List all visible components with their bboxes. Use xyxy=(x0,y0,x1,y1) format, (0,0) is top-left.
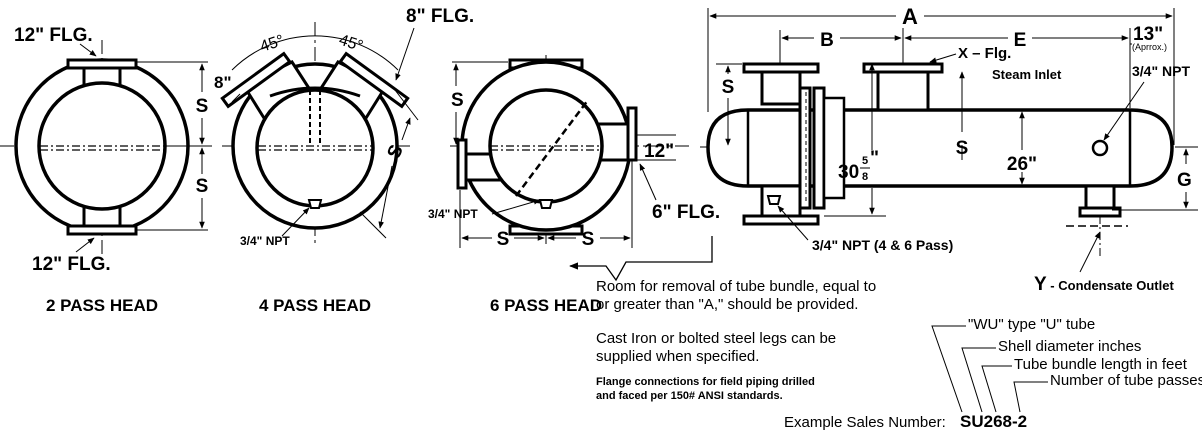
six-pass-left-flange xyxy=(456,138,468,190)
four-pass-left-flange xyxy=(220,51,292,109)
two-pass-dim-s-lower: S xyxy=(196,176,209,197)
flange-note-line2: and faced per 150# ANSI standards. xyxy=(596,390,783,402)
side-dim-approx: (Aprrox.) xyxy=(1132,42,1167,52)
side-condensate-outlet: Y - Condensate Outlet xyxy=(1034,274,1174,295)
six-pass-dim-s-right: S xyxy=(582,229,595,250)
two-pass-dim-s-upper: S xyxy=(196,96,209,117)
side-npt-bottom: 3/4" NPT (4 & 6 Pass) xyxy=(812,237,953,253)
four-pass-angle-left: 45° xyxy=(258,32,286,56)
sales-code-label-type: "WU" type "U" tube xyxy=(968,316,1096,333)
side-dim-b: B xyxy=(820,30,834,51)
four-pass-head-view: 45° 45° 3/4" NPT 8" FLG. 8" S 4 PASS HEA… xyxy=(214,6,474,315)
six-pass-dim-s-left: S xyxy=(497,229,510,250)
legs-note-line1: Cast Iron or bolted steel legs can be xyxy=(596,330,837,347)
side-condensate-nozzle xyxy=(1084,184,1116,212)
four-pass-npt: 3/4" NPT xyxy=(240,234,290,248)
example-sales-value: SU268-2 xyxy=(960,412,1028,431)
two-pass-top-flange xyxy=(66,58,138,70)
two-pass-head-view: S S 12" FLG. 12" FLG. 2 PASS HEAD xyxy=(0,25,212,315)
side-npt-boss xyxy=(1091,139,1109,157)
side-x-flange: X – Flg. xyxy=(958,45,1011,62)
two-pass-bottom-flange-label: 12" FLG. xyxy=(32,254,111,275)
example-sales-label: Example Sales Number: xyxy=(784,414,946,431)
side-dim-13: 13" xyxy=(1133,24,1163,45)
legs-note-line2: supplied when specified. xyxy=(596,348,760,365)
side-npt-top: 3/4" NPT xyxy=(1132,63,1190,79)
sales-code-label-length: Tube bundle length in feet xyxy=(1014,356,1187,373)
side-dim-s-left: S xyxy=(722,77,735,98)
side-y-letter: Y xyxy=(1034,274,1047,295)
side-dim-26: 26" xyxy=(1007,154,1037,175)
four-pass-title: 4 PASS HEAD xyxy=(259,296,371,315)
side-steam-inlet: Steam Inlet xyxy=(992,67,1062,82)
two-pass-bottom-flange xyxy=(66,224,138,236)
four-pass-flange-label: 8" FLG. xyxy=(406,6,474,27)
side-steam-inlet-nozzle xyxy=(876,70,930,112)
side-head-nozzle-top xyxy=(760,70,802,106)
side-head-flange xyxy=(798,86,812,210)
side-dim-g: G xyxy=(1177,170,1192,191)
side-dim-a: A xyxy=(902,4,918,29)
removal-note-line1: Room for removal of tube bundle, equal t… xyxy=(596,278,877,295)
six-pass-dim-s-vertical: S xyxy=(451,90,464,111)
side-dim-s-mid: S xyxy=(956,138,969,159)
two-pass-top-flange-label: 12" FLG. xyxy=(14,25,93,46)
six-pass-title: 6 PASS HEAD xyxy=(490,296,602,315)
six-pass-dim-12: 12" xyxy=(644,141,674,162)
removal-note-line2: or greater than "A," should be provided. xyxy=(596,296,859,313)
six-pass-npt: 3/4" NPT xyxy=(428,207,478,221)
six-pass-flange-label: 6" FLG. xyxy=(652,202,720,223)
two-pass-title: 2 PASS HEAD xyxy=(46,296,158,315)
flange-note-line1: Flange connections for field piping dril… xyxy=(596,376,815,388)
side-condensate-label: - Condensate Outlet xyxy=(1047,278,1175,293)
side-dim-30-inch: " xyxy=(870,148,879,169)
sales-code-label-diameter: Shell diameter inches xyxy=(998,338,1142,355)
four-pass-angle-right: 45° xyxy=(337,32,365,56)
side-dim-30-num: 5 xyxy=(862,155,868,167)
six-pass-right-flange xyxy=(626,106,638,162)
four-pass-8in-label: 8" xyxy=(214,73,232,92)
sales-code-leaders xyxy=(931,325,1048,413)
side-dim-30-den: 8 xyxy=(862,171,868,183)
side-elevation-view: A B E 13" (Aprrox.) X – Flg. Steam Inlet… xyxy=(700,4,1198,295)
sales-code-label-passes: Number of tube passes xyxy=(1050,372,1202,389)
removal-arrow xyxy=(569,236,713,282)
six-pass-head-view: S 12" 6" FLG. 3/4" NPT S S 6 PASS HEAD xyxy=(428,55,720,315)
side-dim-e: E xyxy=(1014,30,1027,51)
side-dim-30: 30 xyxy=(838,162,859,183)
